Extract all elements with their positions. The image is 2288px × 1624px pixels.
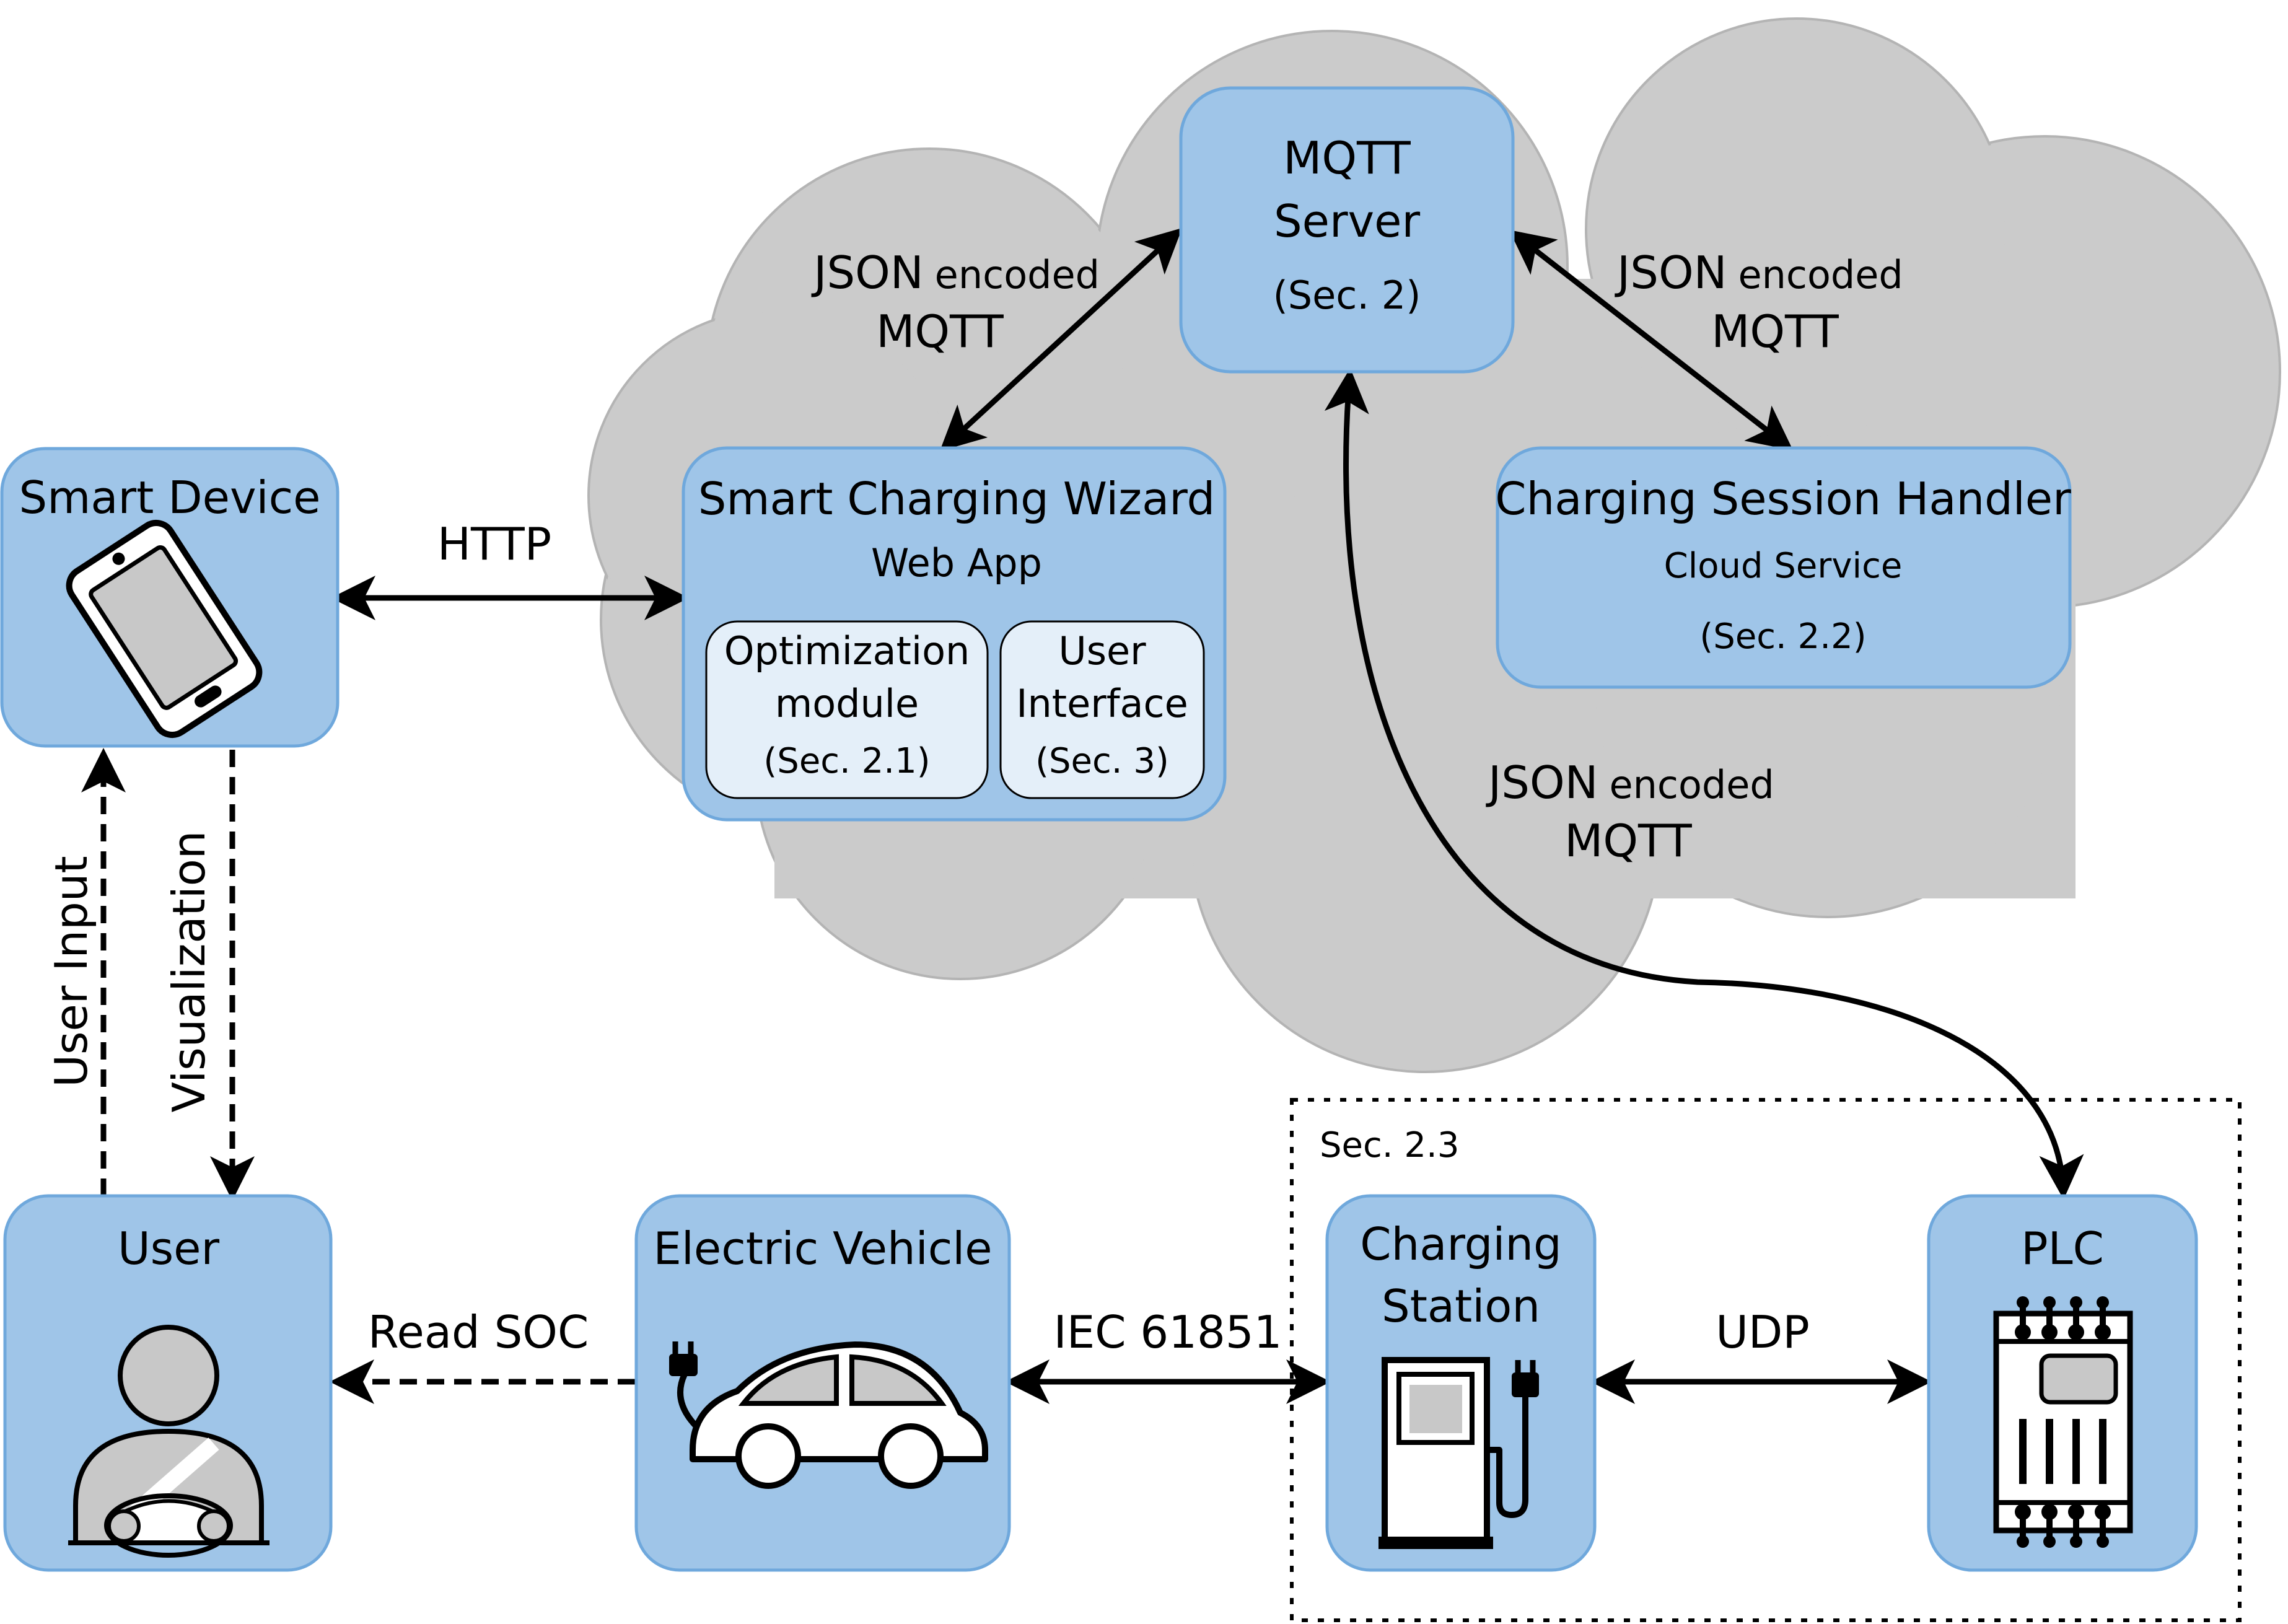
handler-subtitle: Cloud Service bbox=[1664, 546, 1903, 586]
handler-title: Charging Session Handler bbox=[1495, 473, 2071, 525]
plc-node: PLC bbox=[1927, 1194, 2198, 1572]
smart-device-title: Smart Device bbox=[19, 472, 321, 524]
svg-text:(Sec. 2.1): (Sec. 2.1) bbox=[763, 741, 930, 781]
svg-text:module: module bbox=[775, 681, 919, 726]
svg-text:(Sec. 3): (Sec. 3) bbox=[1035, 741, 1169, 781]
edge-label-http: HTTP bbox=[437, 518, 551, 570]
driver-icon bbox=[68, 1325, 270, 1558]
edge-label-iec: IEC 61851 bbox=[1054, 1306, 1282, 1358]
plc-icon bbox=[1993, 1296, 2133, 1548]
optimization-module-box: Optimization module (Sec. 2.1) bbox=[705, 620, 989, 799]
mqtt-server-line1: MQTT bbox=[1283, 132, 1411, 184]
wizard-subtitle: Web App bbox=[871, 540, 1042, 586]
charging-station-icon bbox=[1378, 1357, 1539, 1549]
edge-label-user-input: User Input bbox=[45, 856, 97, 1087]
svg-text:User: User bbox=[1058, 628, 1146, 674]
smartphone-icon bbox=[66, 519, 263, 739]
electric-car-icon bbox=[669, 1341, 988, 1489]
edge-label-visualization: Visualization bbox=[163, 831, 215, 1113]
mqtt-server-line2: Server bbox=[1274, 195, 1421, 247]
plc-title: PLC bbox=[2021, 1222, 2104, 1275]
mqtt-wizard-arrow bbox=[939, 227, 1183, 452]
svg-text:Interface: Interface bbox=[1016, 681, 1188, 726]
edge-label-read-soc: Read SOC bbox=[368, 1306, 589, 1358]
mqtt-server-node: MQTT Server (Sec. 2) bbox=[1179, 86, 1515, 374]
svg-text:MQTT: MQTT bbox=[1564, 815, 1693, 867]
charging-station-line1: Charging bbox=[1360, 1218, 1561, 1270]
electric-vehicle-title: Electric Vehicle bbox=[653, 1222, 992, 1275]
smart-device-node: Smart Device bbox=[0, 447, 340, 748]
electric-vehicle-node: Electric Vehicle bbox=[634, 1194, 1011, 1572]
charging-station-node: Charging Station bbox=[1325, 1194, 1597, 1572]
user-interface-box: User Interface (Sec. 3) bbox=[999, 620, 1205, 799]
smart-charging-wizard-node: Smart Charging Wizard Web App Optimizati… bbox=[682, 446, 1227, 822]
edge-label-udp: UDP bbox=[1716, 1306, 1810, 1358]
mqtt-server-section: (Sec. 2) bbox=[1273, 273, 1421, 318]
svg-text:MQTT: MQTT bbox=[876, 305, 1004, 358]
charging-station-line2: Station bbox=[1382, 1280, 1540, 1332]
mqtt-plc-arrow bbox=[1324, 368, 2084, 1200]
handler-section: (Sec. 2.2) bbox=[1699, 617, 1866, 657]
charging-session-handler-node: Charging Session Handler Cloud Service (… bbox=[1495, 446, 2072, 689]
user-node: User bbox=[3, 1194, 333, 1572]
user-title: User bbox=[118, 1222, 220, 1275]
wizard-title: Smart Charging Wizard bbox=[698, 473, 1216, 525]
section-2-3-label: Sec. 2.3 bbox=[1320, 1125, 1459, 1165]
svg-text:MQTT: MQTT bbox=[1711, 305, 1839, 358]
svg-text:Optimization: Optimization bbox=[724, 628, 970, 674]
